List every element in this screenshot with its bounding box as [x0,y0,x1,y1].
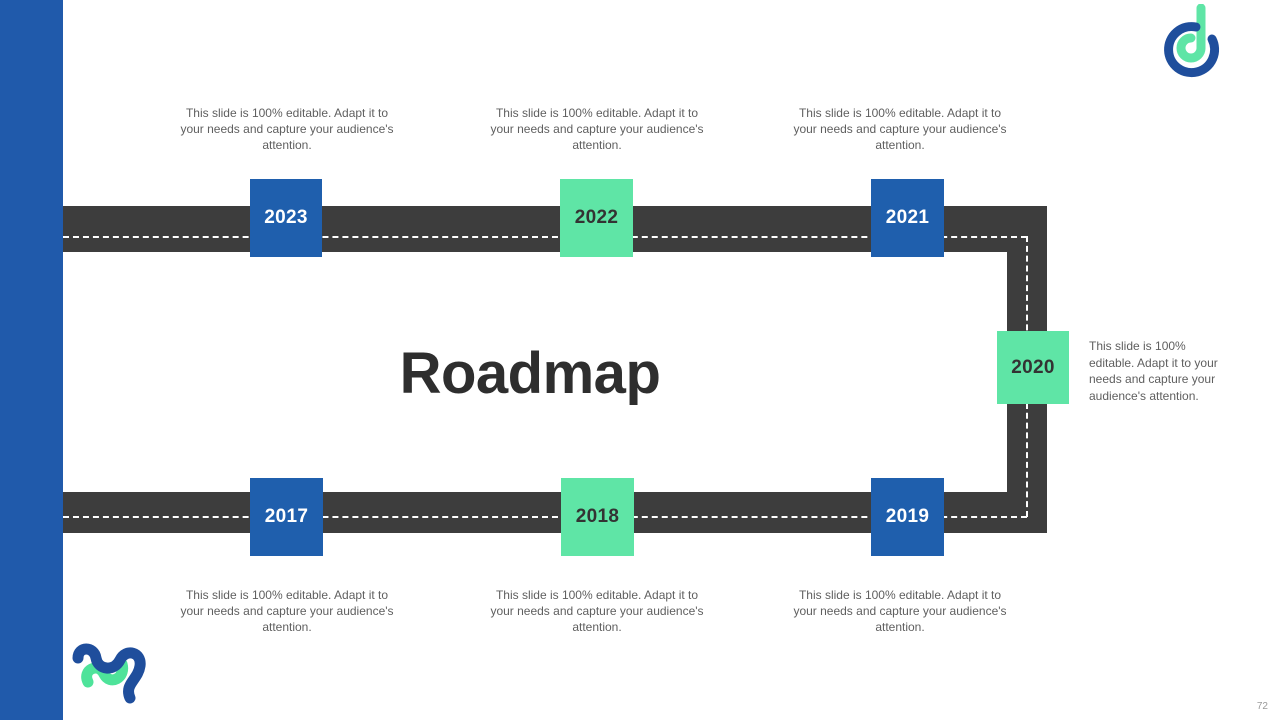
milestone-marker-2017[interactable]: 2017 [250,478,323,556]
squiggle-decoration-icon [72,628,164,714]
milestone-caption-2018: This slide is 100% editable. Adapt it to… [490,588,704,634]
milestone-marker-2019[interactable]: 2019 [871,478,944,556]
milestone-marker-2018[interactable]: 2018 [561,478,634,556]
brand-logo-icon [1155,3,1235,84]
milestone-caption-2020: This slide is 100% editable. Adapt it to… [1089,339,1218,403]
milestone-caption-2022: This slide is 100% editable. Adapt it to… [490,106,704,152]
milestone-marker-2022[interactable]: 2022 [560,179,633,257]
milestone-caption-2019: This slide is 100% editable. Adapt it to… [793,588,1007,634]
milestone-caption-2023: This slide is 100% editable. Adapt it to… [180,106,394,152]
milestone-marker-2021[interactable]: 2021 [871,179,944,257]
page-number: 72 [1256,701,1268,712]
milestone-caption-2021: This slide is 100% editable. Adapt it to… [793,106,1007,152]
road-dash-bottom [63,516,1027,518]
milestone-marker-2020[interactable]: 2020 [997,331,1069,404]
milestone-caption-2017: This slide is 100% editable. Adapt it to… [180,588,394,634]
road-dash-top [63,236,1027,238]
left-accent-rail [0,0,63,720]
milestone-marker-2023[interactable]: 2023 [250,179,322,257]
page-title: Roadmap [399,341,661,406]
